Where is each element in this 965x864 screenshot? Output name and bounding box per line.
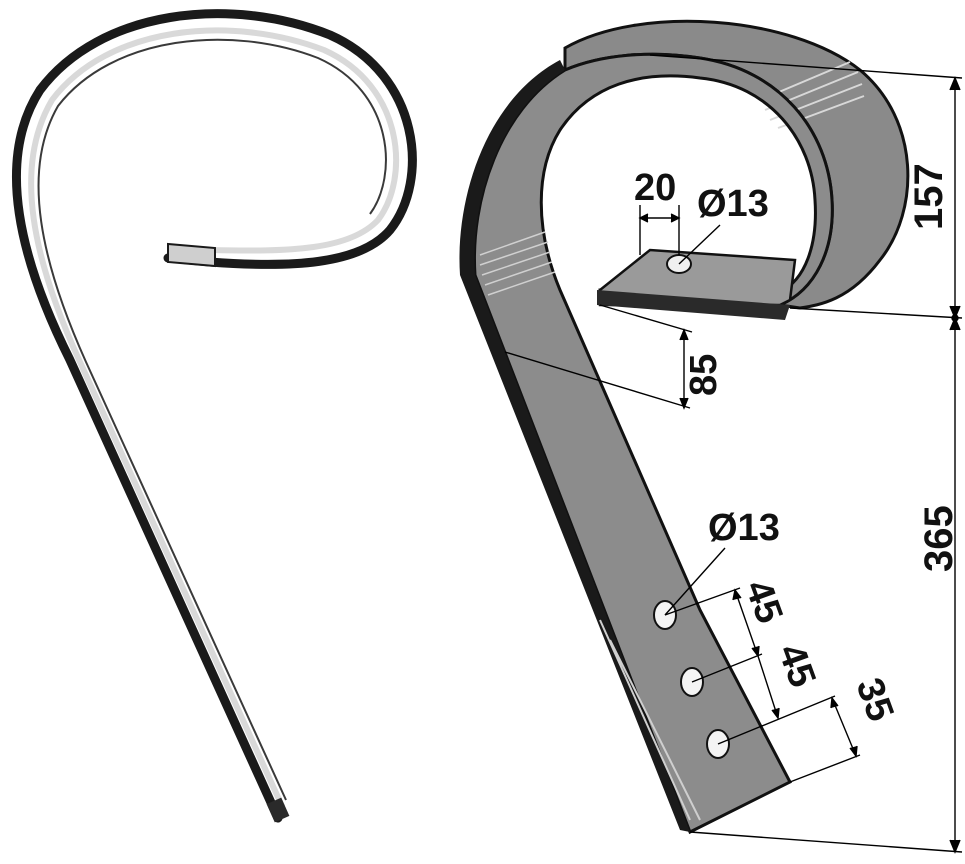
arrow-20-left <box>638 213 649 223</box>
dim-35-line <box>831 697 857 757</box>
leader-top-hole <box>678 224 721 265</box>
strap-highlight <box>479 231 556 296</box>
dim-35-ext-bottom <box>789 754 861 783</box>
photo-spring-tine <box>12 9 417 823</box>
strap-lower-highlight <box>599 619 701 821</box>
arrow-365-top <box>949 316 961 331</box>
ext-line-mid <box>789 307 963 319</box>
dim-85-ext-top <box>599 304 693 333</box>
arrow-157-top <box>949 76 961 91</box>
photo-tine-band <box>28 27 400 809</box>
curl-highlight <box>759 61 865 129</box>
dim-label-157: 157 <box>907 163 951 230</box>
arrow-85-top <box>679 328 689 341</box>
dim-label-20: 20 <box>634 167 676 209</box>
rendered-spring-tine <box>459 19 910 835</box>
dim-45b-ext-bottom <box>717 695 836 745</box>
arrow-365-bottom <box>949 839 961 854</box>
arrow-35-top <box>830 696 839 709</box>
photo-tine-bottom-end <box>266 797 290 823</box>
dimension-lines <box>504 54 963 854</box>
photo-tine-inner-edge <box>37 38 387 801</box>
photo-tine-edge <box>12 9 417 823</box>
photo-tine-tip <box>167 242 216 268</box>
ext-line-bottom <box>689 831 963 853</box>
dim-45a-line <box>734 589 759 657</box>
dim-45a-ext-top <box>664 587 741 616</box>
dim-85-ext-bottom <box>504 351 691 409</box>
dim-45b-line <box>757 655 779 719</box>
leader-lower-hole <box>664 547 726 616</box>
dim-label-45b: 45 <box>770 639 824 693</box>
arrow-35-bottom <box>849 745 858 758</box>
arrow-45a-top <box>732 588 742 601</box>
dim-label-85: 85 <box>683 354 725 396</box>
arrow-45a-bottom <box>751 645 760 658</box>
arrow-45b-bottom <box>771 707 780 720</box>
arrow-85-bottom <box>679 397 689 410</box>
arrow-20-right <box>670 213 681 223</box>
dim-label-45a: 45 <box>737 575 791 629</box>
dim-label-top-diameter: Ø13 <box>697 183 769 225</box>
dim-label-35: 35 <box>848 673 902 727</box>
mounting-tab-edge <box>597 290 790 320</box>
ext-line-top <box>649 54 963 79</box>
dim-label-lower-diameter: Ø13 <box>708 507 780 549</box>
dim-45a-ext-bottom <box>691 653 763 683</box>
dim-label-365: 365 <box>917 505 961 572</box>
